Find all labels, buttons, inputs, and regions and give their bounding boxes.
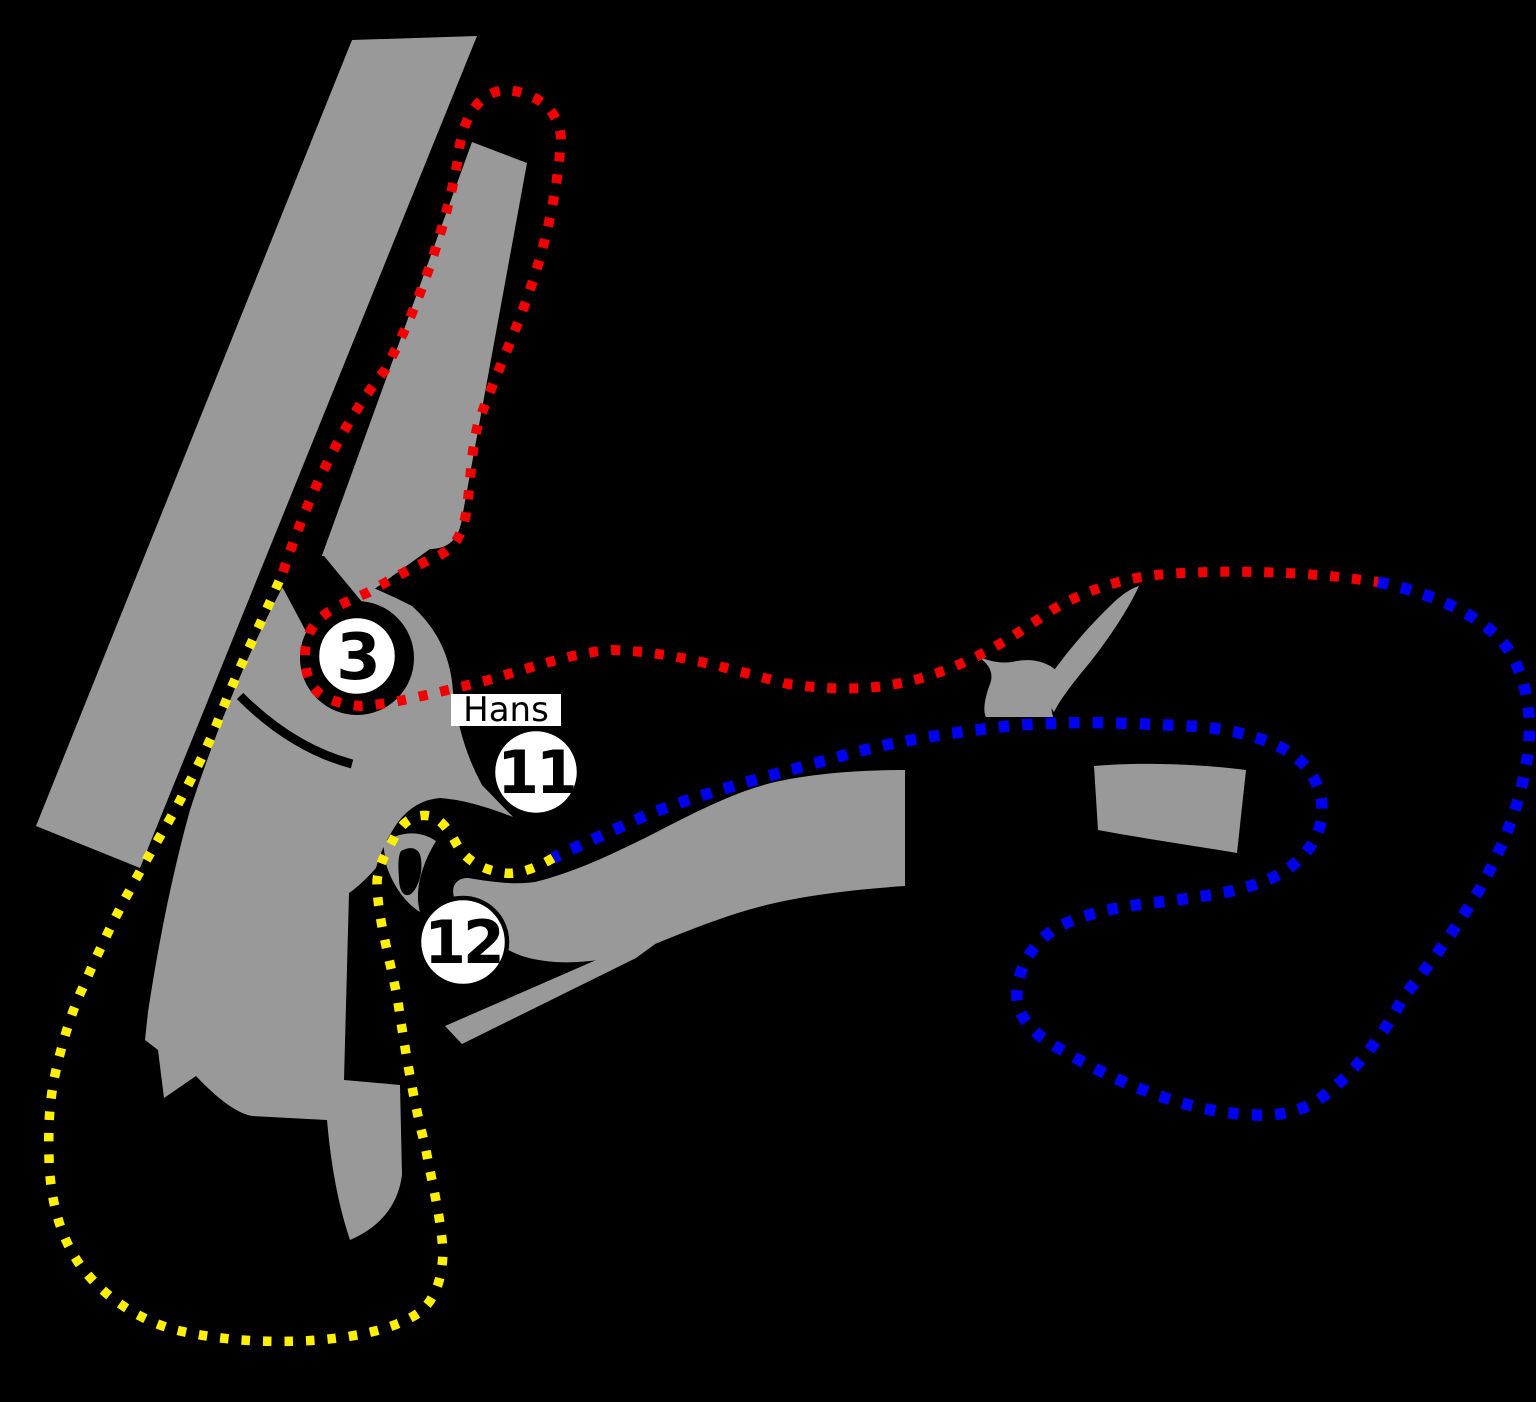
east-quad: [1094, 763, 1246, 853]
pit-strip: [287, 142, 527, 652]
hans-label-box: [451, 694, 561, 726]
marker-11-label: 11: [497, 738, 575, 808]
south-wedge: [445, 920, 688, 1044]
hans-label: Hans: [463, 690, 549, 730]
corner-markers: Hans 3 11 12: [314, 613, 582, 989]
route-lines: [44, 85, 1536, 1347]
infield-area: [145, 562, 513, 1240]
marker-11-circle: [490, 726, 582, 818]
route-blue-dotted: [550, 576, 1536, 1121]
turn12-teardrop: [398, 848, 422, 896]
marker-3-label: 3: [336, 621, 378, 695]
marker-12-circle: [416, 895, 510, 989]
marker-12-label: 12: [424, 908, 502, 978]
goblet-junction: [977, 656, 1058, 717]
goblet-arm: [1042, 586, 1139, 712]
infield-curve-line: [236, 692, 354, 769]
tarmac-areas: [36, 36, 1246, 1240]
route-red-dotted: [278, 85, 1379, 711]
marker-3-circle: [314, 613, 400, 699]
runway-strip: [36, 36, 477, 868]
east-band: [453, 770, 905, 963]
